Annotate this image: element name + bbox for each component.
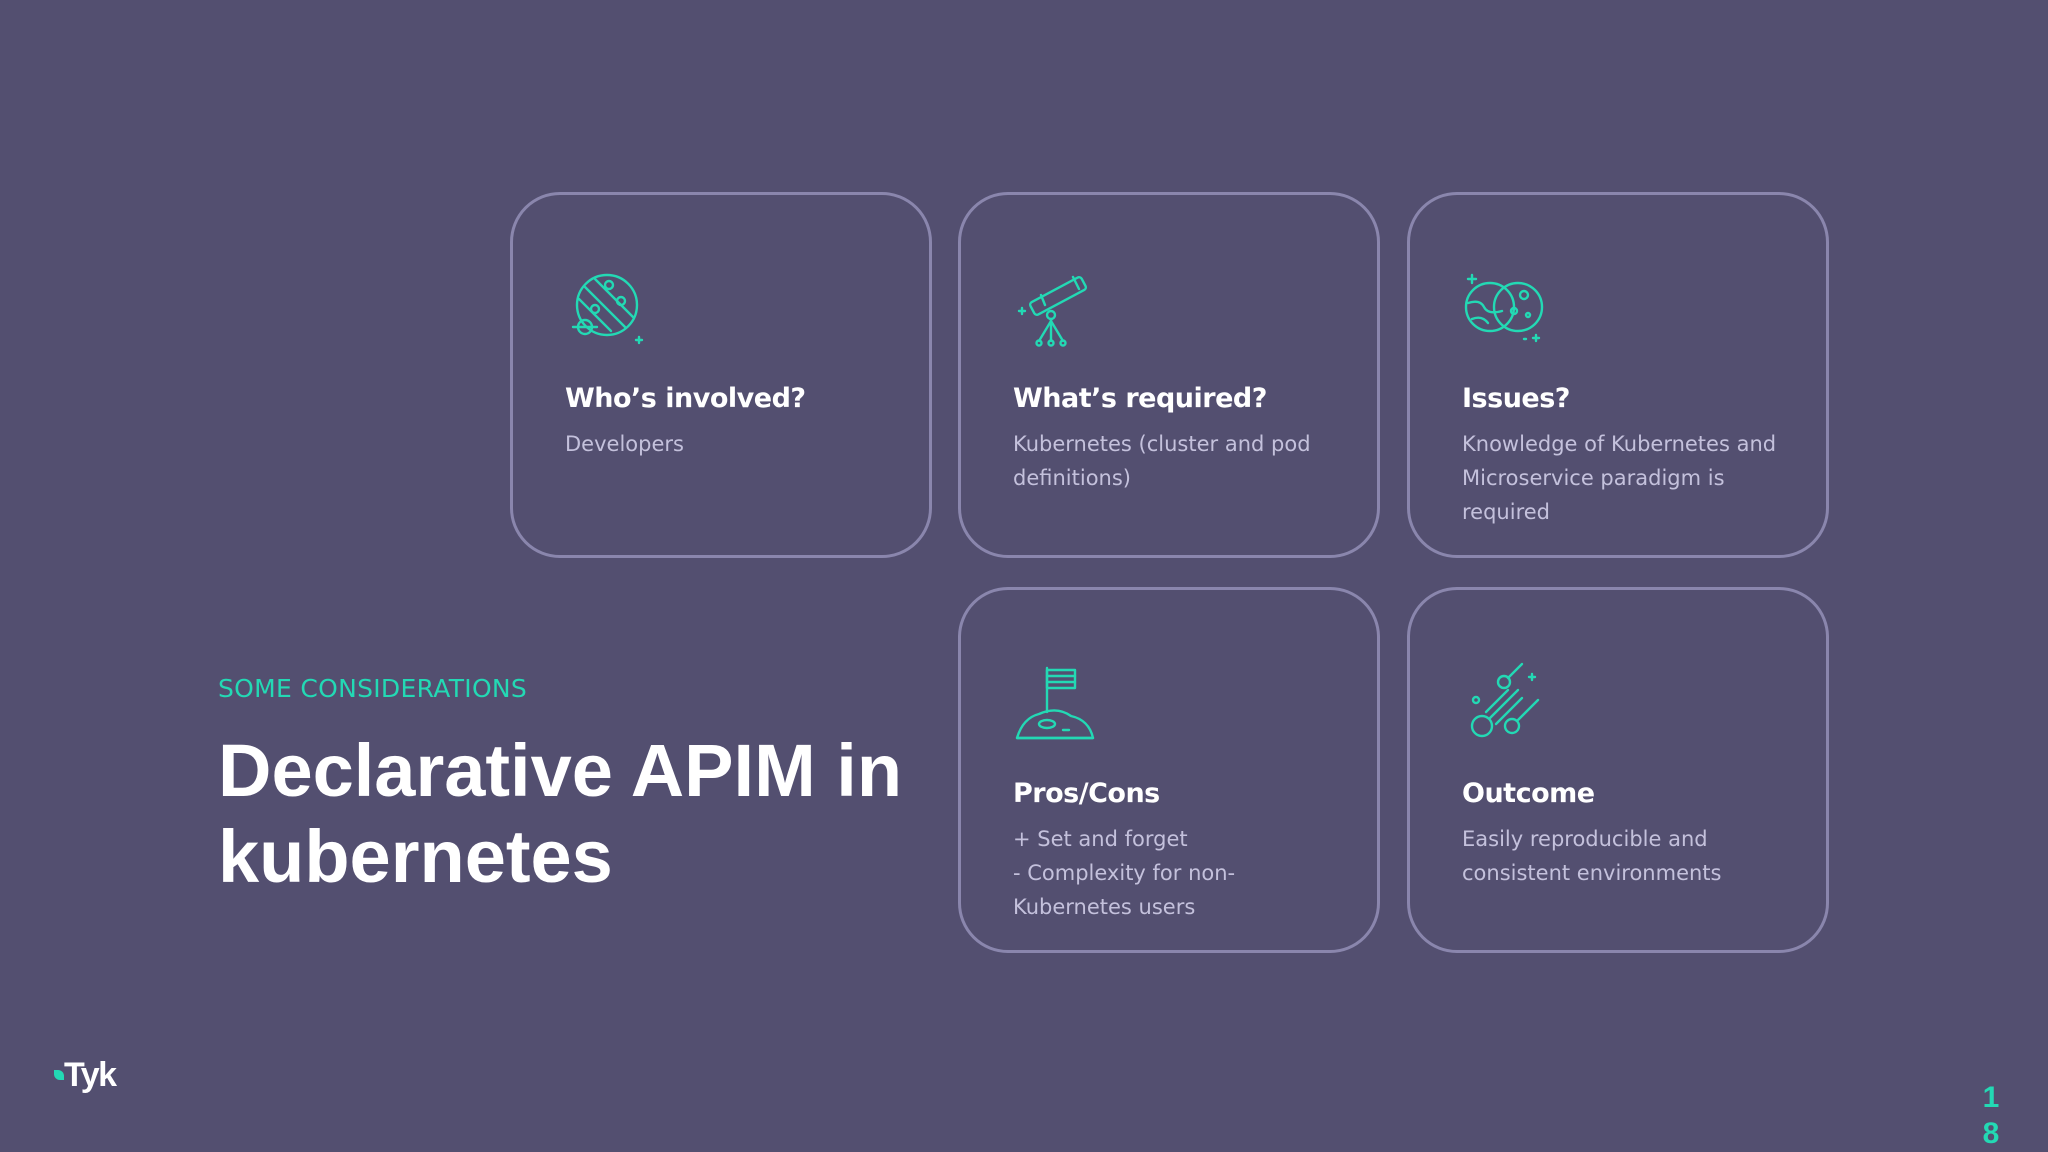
- card-body-line: - Complexity for non-: [1013, 861, 1236, 885]
- card-body-line: Knowledge of Kubernetes and: [1462, 432, 1777, 456]
- card-body-line: + Set and forget: [1013, 827, 1188, 851]
- telescope-icon: [1013, 265, 1097, 349]
- card-title: What’s required?: [1013, 383, 1267, 414]
- card-title: Pros/Cons: [1013, 778, 1160, 809]
- card-body-line: Easily reproducible and: [1462, 827, 1708, 851]
- slide-title: Declarative APIM in kubernetes: [218, 728, 918, 900]
- card-body: Kubernetes (cluster and pod definitions): [1013, 427, 1343, 495]
- meteor-icon: [1462, 660, 1546, 744]
- page-number-digit: 1: [1982, 1081, 2000, 1114]
- card-body: Easily reproducible and consistent envir…: [1462, 822, 1792, 890]
- card-pros-cons: Pros/Cons + Set and forget - Complexity …: [958, 587, 1380, 953]
- card-body-line: required: [1462, 500, 1550, 524]
- card-body-line: Kubernetes users: [1013, 895, 1196, 919]
- planet-icon: [565, 265, 649, 349]
- card-title: Who’s involved?: [565, 383, 806, 414]
- card-title: Issues?: [1462, 383, 1570, 414]
- card-body: + Set and forget - Complexity for non- K…: [1013, 822, 1343, 924]
- section-eyebrow: SOME CONSIDERATIONS: [218, 674, 528, 703]
- moon-flag-icon: [1013, 660, 1097, 744]
- leaf-icon: [54, 1070, 64, 1080]
- slide-title-line: kubernetes: [218, 815, 613, 898]
- card-body: Knowledge of Kubernetes and Microservice…: [1462, 427, 1792, 529]
- card-title: Outcome: [1462, 778, 1595, 809]
- card-body-line: Kubernetes (cluster and pod: [1013, 432, 1311, 456]
- planets-icon: [1462, 265, 1546, 349]
- page-number-digit: 8: [1982, 1117, 2000, 1150]
- tyk-logo: Tyk: [52, 1056, 126, 1100]
- card-body-line: Developers: [565, 432, 684, 456]
- card-outcome: Outcome Easily reproducible and consiste…: [1407, 587, 1829, 953]
- card-whos-involved: Who’s involved? Developers: [510, 192, 932, 558]
- slide-title-line: Declarative APIM in: [218, 729, 903, 812]
- page-number: 1 8: [1976, 1080, 2006, 1152]
- card-body-line: definitions): [1013, 466, 1131, 490]
- logo-wordmark: Tyk: [64, 1056, 117, 1094]
- card-body-line: consistent environments: [1462, 861, 1722, 885]
- card-whats-required: What’s required? Kubernetes (cluster and…: [958, 192, 1380, 558]
- card-body: Developers: [565, 427, 895, 461]
- card-issues: Issues? Knowledge of Kubernetes and Micr…: [1407, 192, 1829, 558]
- card-body-line: Microservice paradigm is: [1462, 466, 1725, 490]
